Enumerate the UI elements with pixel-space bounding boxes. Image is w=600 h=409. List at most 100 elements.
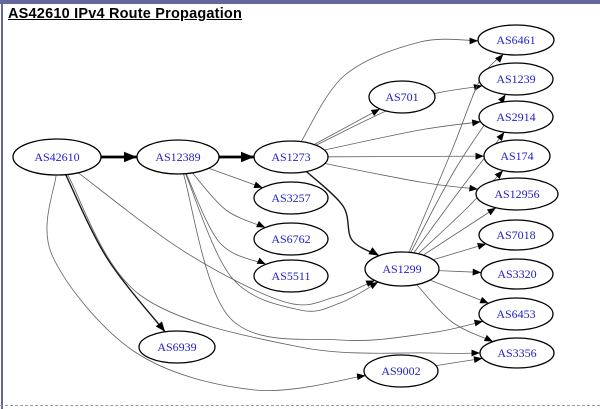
node-AS1239[interactable]: AS1239 (478, 62, 554, 96)
node-label-AS12389: AS12389 (155, 150, 200, 164)
node-ellipse-AS3356[interactable] (479, 337, 555, 369)
node-AS6939[interactable]: AS6939 (138, 330, 216, 364)
arrowhead-AS1299-AS3320 (472, 268, 482, 276)
node-ellipse-AS42610[interactable] (12, 138, 102, 176)
node-AS42610[interactable]: AS42610 (12, 138, 102, 176)
node-ellipse-AS7018[interactable] (478, 219, 554, 251)
edge-AS42610-AS6939 (65, 174, 166, 333)
node-label-AS3257: AS3257 (271, 191, 310, 205)
node-label-AS1299: AS1299 (382, 262, 421, 276)
node-label-AS9002: AS9002 (381, 364, 420, 378)
frame-top-edge (0, 0, 600, 4)
node-label-AS42610: AS42610 (34, 150, 79, 164)
node-ellipse-AS6939[interactable] (138, 330, 216, 364)
node-AS701[interactable]: AS701 (368, 80, 436, 114)
node-ellipse-AS6762[interactable] (253, 222, 329, 256)
node-ellipse-AS6453[interactable] (478, 297, 554, 331)
arrowhead-AS42610-AS3356 (471, 349, 480, 357)
node-AS174[interactable]: AS174 (483, 139, 551, 173)
edge-AS12389-AS1299 (185, 173, 379, 312)
edge-AS12389-AS5511 (185, 173, 266, 265)
node-AS12389[interactable]: AS12389 (136, 139, 220, 175)
node-label-AS12956: AS12956 (494, 187, 539, 201)
node-label-AS6939: AS6939 (157, 340, 196, 354)
node-ellipse-AS174[interactable] (483, 139, 551, 173)
arrowhead-AS1299-AS3356 (483, 334, 494, 342)
node-ellipse-AS9002[interactable] (363, 354, 439, 388)
node-ellipse-AS1273[interactable] (253, 140, 329, 174)
edge-AS1273-AS2914 (324, 121, 481, 151)
node-ellipse-AS701[interactable] (368, 80, 436, 114)
node-label-AS701: AS701 (385, 90, 418, 104)
arrowhead-AS12389-AS3257 (253, 181, 263, 189)
arrowhead-AS42610-AS6939 (155, 321, 166, 332)
node-label-AS7018: AS7018 (496, 228, 535, 242)
arrowhead-AS12389-AS1273 (241, 151, 254, 163)
edge-AS42610-AS9002 (46, 174, 366, 392)
node-AS1273[interactable]: AS1273 (253, 140, 329, 174)
node-ellipse-AS3257[interactable] (253, 181, 329, 215)
arrowhead-AS1273-AS6461 (469, 37, 479, 45)
node-AS3257[interactable]: AS3257 (253, 181, 329, 215)
edge-AS12389-AS6453 (183, 173, 484, 341)
arrowhead-AS1299-AS1239 (498, 94, 506, 104)
arrowhead-AS12389-AS6762 (256, 220, 266, 228)
edge-AS1273-AS12956 (324, 163, 478, 190)
node-ellipse-AS12956[interactable] (475, 177, 559, 211)
node-label-AS3320: AS3320 (497, 267, 536, 281)
node-ellipse-AS2914[interactable] (478, 100, 554, 134)
node-ellipse-AS5511[interactable] (253, 259, 329, 293)
edge-AS12389-AS6762 (192, 172, 266, 228)
arrowhead-AS1273-AS701 (370, 108, 380, 116)
arrowhead-AS42610-AS12389 (124, 151, 137, 163)
node-AS3320[interactable]: AS3320 (480, 258, 554, 290)
node-label-AS2914: AS2914 (496, 110, 535, 124)
node-AS6461[interactable]: AS6461 (477, 24, 555, 56)
arrowhead-AS1273-AS1299 (368, 247, 380, 256)
edge-AS1273-AS701 (313, 108, 381, 145)
node-ellipse-AS1239[interactable] (478, 62, 554, 96)
node-AS1299[interactable]: AS1299 (364, 251, 440, 287)
arrowhead-AS1273-AS2914 (471, 119, 481, 127)
bottom-dashed-divider (0, 405, 600, 406)
edge-AS1299-AS174 (418, 170, 504, 255)
edge-AS1299-AS6453 (429, 279, 489, 304)
node-AS2914[interactable]: AS2914 (478, 100, 554, 134)
arrowhead-AS9002-AS3356 (473, 356, 483, 364)
edge-AS1299-AS7018 (432, 243, 487, 261)
arrowhead-AS1273-AS174 (475, 152, 485, 160)
node-ellipse-AS6461[interactable] (477, 24, 555, 56)
arrowhead-AS1299-AS6461 (495, 54, 504, 63)
node-label-AS3356: AS3356 (497, 346, 536, 360)
arrowhead-AS12389-AS5511 (256, 257, 266, 265)
edge-AS42610-AS3356 (67, 174, 481, 354)
node-AS6453[interactable]: AS6453 (478, 297, 554, 331)
node-label-AS5511: AS5511 (272, 269, 311, 283)
edge-AS1299-AS6461 (408, 53, 504, 253)
edge-AS12389-AS3257 (208, 167, 263, 189)
arrowhead-AS12389-AS1299 (369, 282, 379, 290)
node-AS12956[interactable]: AS12956 (475, 177, 559, 211)
arrowhead-AS42610-AS9002 (356, 373, 366, 381)
node-AS9002[interactable]: AS9002 (363, 354, 439, 388)
node-label-AS6453: AS6453 (496, 307, 535, 321)
arrowhead-AS1273-AS12956 (469, 184, 478, 192)
node-label-AS6461: AS6461 (496, 33, 535, 47)
arrowhead-AS1299-AS7018 (477, 243, 487, 250)
arrowhead-AS12389-AS6453 (474, 319, 484, 327)
node-label-AS1239: AS1239 (496, 72, 535, 86)
node-ellipse-AS3320[interactable] (480, 258, 554, 290)
arrowhead-AS1299-AS12956 (486, 207, 496, 216)
arrowhead-AS1299-AS2914 (496, 132, 505, 141)
edge-AS1273-AS1299 (305, 171, 380, 257)
page-title: AS42610 IPv4 Route Propagation (8, 6, 243, 22)
edge-AS42610-AS1299 (78, 172, 375, 306)
node-AS6762[interactable]: AS6762 (253, 222, 329, 256)
node-ellipse-AS1299[interactable] (364, 251, 440, 287)
node-AS5511[interactable]: AS5511 (253, 259, 329, 293)
node-ellipse-AS12389[interactable] (136, 139, 220, 175)
node-label-AS174: AS174 (500, 149, 533, 163)
node-AS3356[interactable]: AS3356 (479, 337, 555, 369)
node-AS7018[interactable]: AS7018 (478, 219, 554, 251)
